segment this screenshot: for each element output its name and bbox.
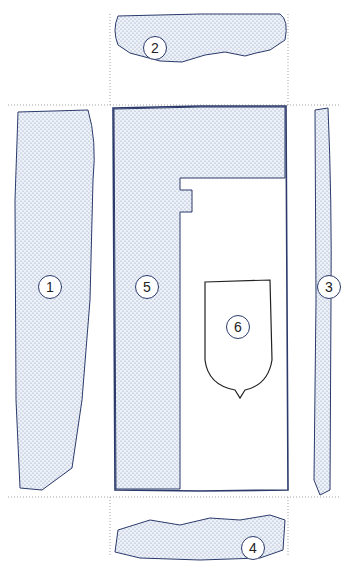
callout-number: 4 xyxy=(241,536,265,560)
right-side-strip xyxy=(314,108,331,495)
front-panel-outline xyxy=(113,106,288,491)
callout-number: 3 xyxy=(317,275,341,299)
label-shield xyxy=(205,280,272,398)
callout-number: 6 xyxy=(226,315,250,339)
left-side-panel xyxy=(15,110,94,490)
top-flap xyxy=(115,14,286,62)
front-panel-stippled-part xyxy=(114,107,285,489)
fold-guide-lines xyxy=(8,14,340,556)
bottom-flap xyxy=(115,515,285,560)
callout-number: 2 xyxy=(143,36,167,60)
callout-number: 5 xyxy=(135,275,159,299)
callout-number: 1 xyxy=(38,275,62,299)
